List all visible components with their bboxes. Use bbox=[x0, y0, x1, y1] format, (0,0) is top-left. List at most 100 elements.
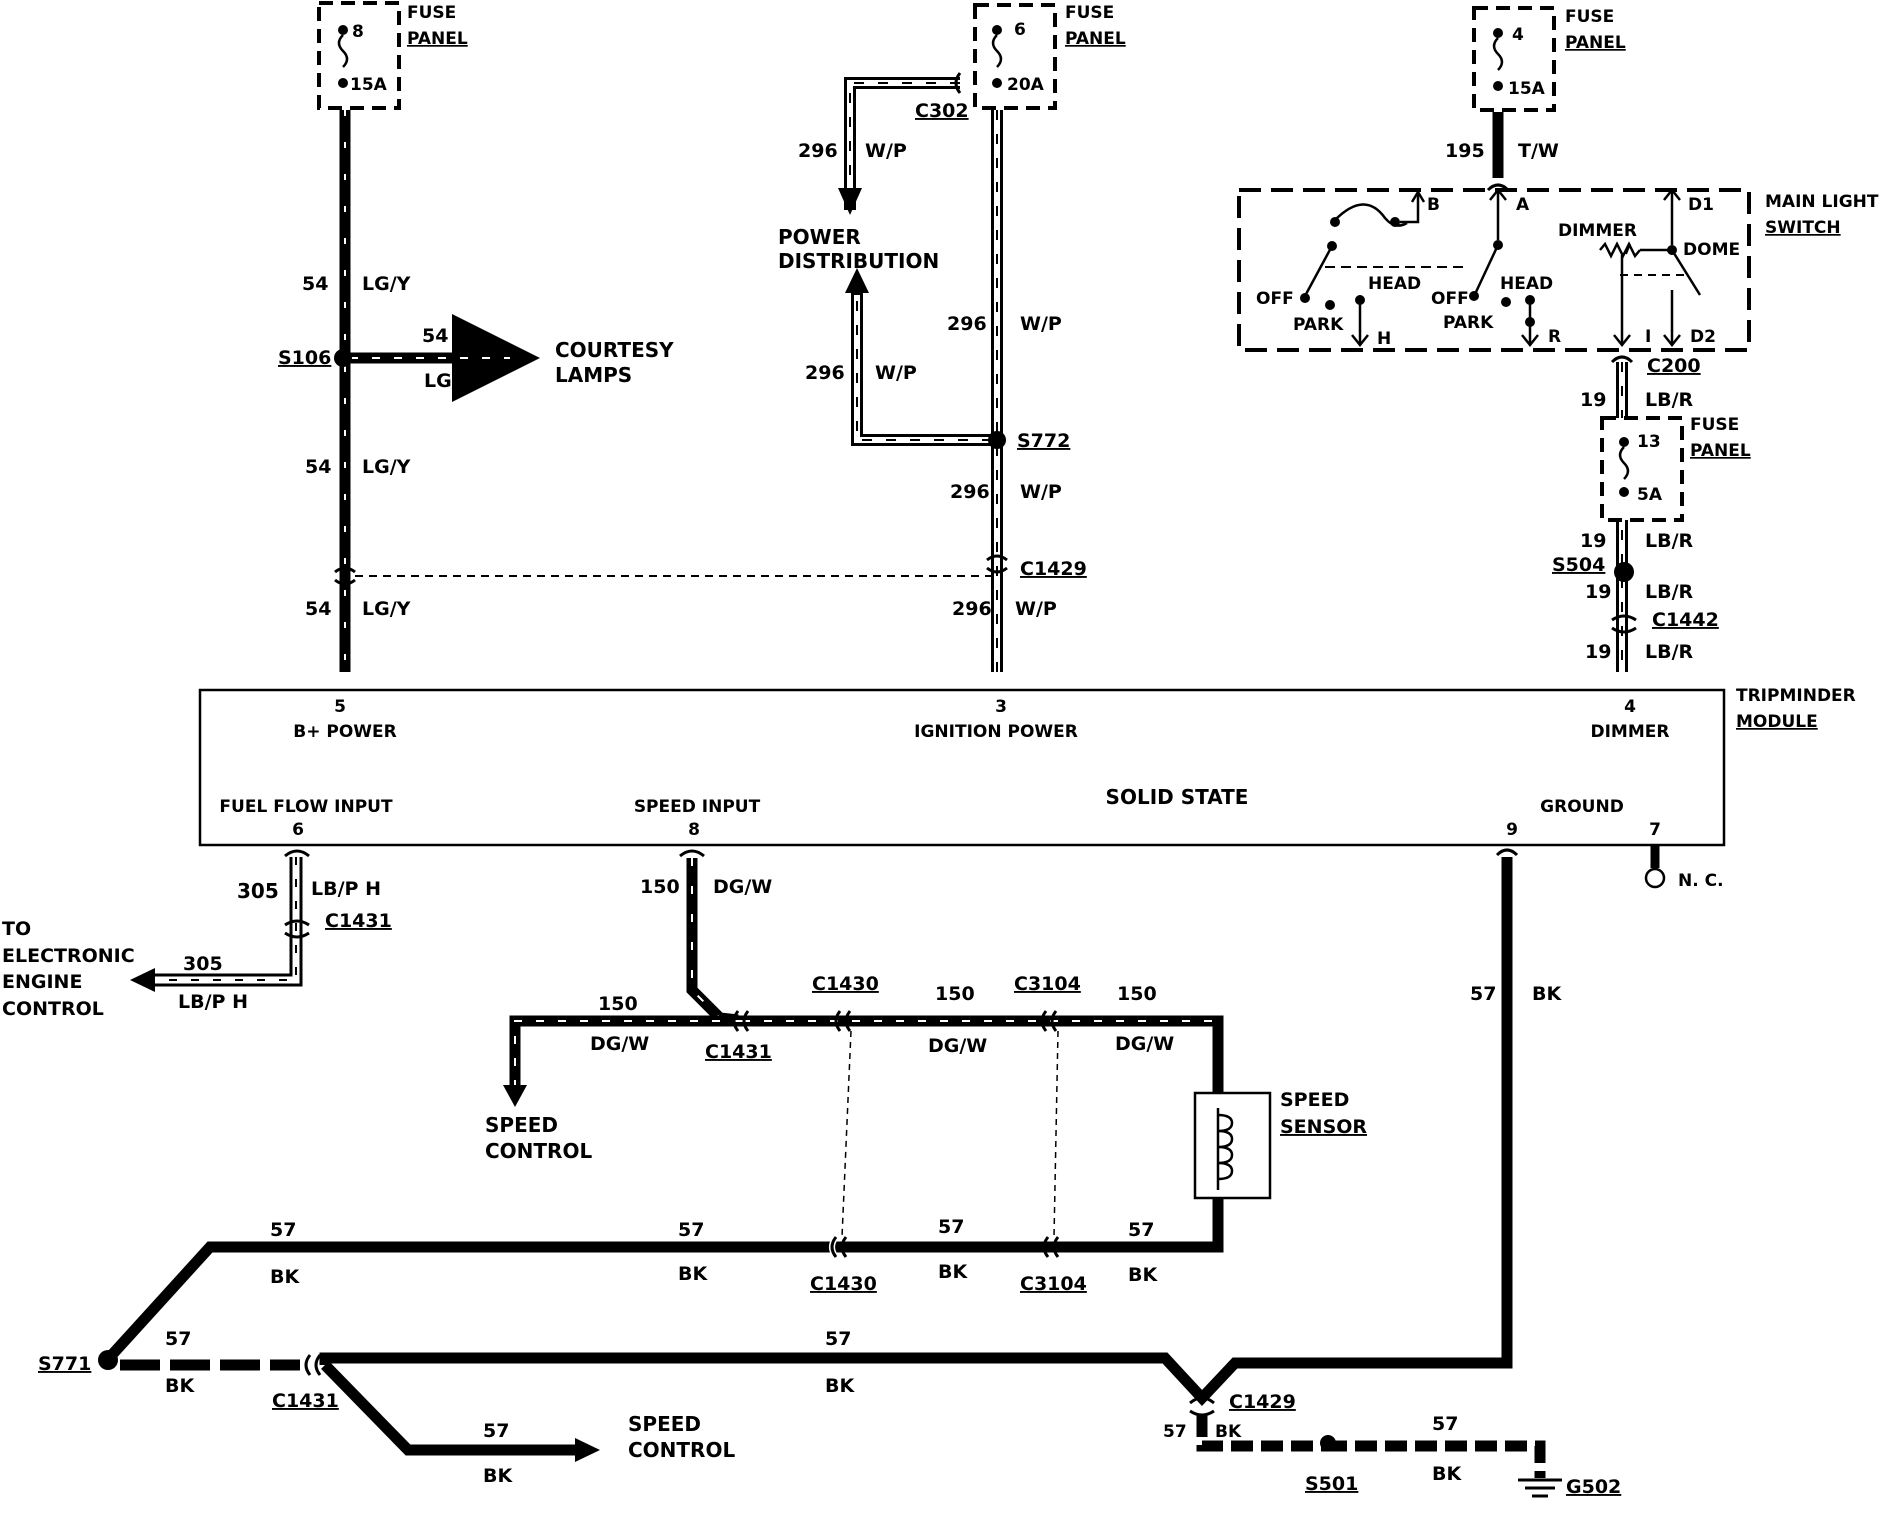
fuse-4-amps: 15A bbox=[1508, 79, 1546, 99]
eec-label-3: ENGINE bbox=[2, 971, 82, 993]
fuse-4-label-2: PANEL bbox=[1565, 33, 1626, 53]
switch-terminal-h: H bbox=[1377, 329, 1391, 349]
wire-54-code-4: 54 bbox=[305, 598, 331, 620]
splice-s504: S504 bbox=[1552, 554, 1605, 576]
switch-park-right: PARK bbox=[1443, 313, 1494, 333]
wire-lbr-color-4: LB/R bbox=[1645, 641, 1694, 663]
wire-57-code-2: 57 bbox=[678, 1219, 704, 1241]
fuse-6-label-2: PANEL bbox=[1065, 29, 1126, 49]
wire-57-code-8: 57 bbox=[483, 1420, 509, 1442]
wire-296-code-5: 296 bbox=[952, 598, 992, 620]
switch-terminal-a: A bbox=[1516, 195, 1530, 215]
fuse-13-label-1: FUSE bbox=[1690, 415, 1739, 435]
fuse-8: 8 15A FUSE PANEL bbox=[317, 1, 468, 110]
wire-305-code-1: 305 bbox=[237, 879, 279, 903]
fuse-4-label-1: FUSE bbox=[1565, 7, 1614, 27]
pin-7-nc-terminal bbox=[1644, 867, 1666, 889]
main-light-switch-title-2: SWITCH bbox=[1765, 218, 1841, 238]
wire-wp-color-2: W/P bbox=[1020, 313, 1062, 335]
module-dimmer: DIMMER bbox=[1591, 722, 1670, 742]
switch-terminal-d1: D1 bbox=[1688, 195, 1714, 215]
wire-lgy-color-3: LG/Y bbox=[362, 456, 411, 478]
wire-wp-color-4: W/P bbox=[1020, 481, 1062, 503]
splice-s106-dot bbox=[334, 349, 352, 367]
fuse-4: 4 15A FUSE PANEL bbox=[1472, 6, 1626, 112]
connector-c1430-link bbox=[841, 1030, 852, 1238]
wire-bk-color-7: BK bbox=[825, 1375, 855, 1397]
power-distribution-label-1: POWER bbox=[778, 225, 861, 249]
fuse-13-number: 13 bbox=[1637, 432, 1661, 452]
wire-dgw-color-4: DG/W bbox=[1115, 1033, 1174, 1055]
splice-s771: S771 bbox=[38, 1353, 91, 1375]
fuse-6: 6 20A FUSE PANEL bbox=[973, 3, 1126, 110]
fuse-6-amps: 20A bbox=[1007, 75, 1045, 95]
wire-57-code-5: 57 bbox=[1470, 983, 1496, 1005]
connector-c200: C200 bbox=[1647, 355, 1701, 377]
courtesy-lamps-label-2: LAMPS bbox=[555, 363, 632, 387]
module-pin-8: 8 bbox=[688, 820, 700, 840]
wire-296-code-2: 296 bbox=[947, 313, 987, 335]
wire-195-code: 195 bbox=[1445, 140, 1485, 162]
wire-bk-color-10: BK bbox=[1432, 1463, 1462, 1485]
connector-c1431-upper: C1431 bbox=[325, 910, 392, 932]
wire-lgy-color-4: LG/Y bbox=[362, 598, 411, 620]
module-ground: GROUND bbox=[1540, 797, 1624, 817]
connector-c1429-bottom: C1429 bbox=[1229, 1391, 1296, 1413]
connector-c3104-top: C3104 bbox=[1014, 973, 1081, 995]
connector-c1442: C1442 bbox=[1652, 609, 1719, 631]
wire-bk-color-1: BK bbox=[270, 1266, 300, 1288]
wire-bk-color-4: BK bbox=[1128, 1264, 1158, 1286]
fuse-6-label-1: FUSE bbox=[1065, 3, 1114, 23]
speed-control-lower-label-1: SPEED bbox=[628, 1412, 701, 1436]
wire-57-code-3: 57 bbox=[938, 1216, 964, 1238]
wire-150-code-1: 150 bbox=[640, 876, 680, 898]
wire-305-code-2: 305 bbox=[183, 953, 223, 975]
switch-off-right: OFF bbox=[1431, 289, 1469, 309]
main-light-switch-title-1: MAIN LIGHT bbox=[1765, 192, 1879, 212]
tripminder-title-1: TRIPMINDER bbox=[1736, 686, 1856, 706]
wire-19-code-1: 19 bbox=[1580, 389, 1606, 411]
wire-tw-color: T/W bbox=[1518, 140, 1559, 162]
switch-terminal-d2: D2 bbox=[1690, 327, 1716, 347]
wire-lbr-color-1: LB/R bbox=[1645, 389, 1694, 411]
switch-off-left: OFF bbox=[1256, 289, 1294, 309]
wire-296-wp bbox=[838, 72, 1008, 672]
wire-lgy-color-1: LG/Y bbox=[362, 273, 411, 295]
connector-c302: C302 bbox=[915, 100, 969, 122]
wire-bk-color-6: BK bbox=[165, 1375, 195, 1397]
wire-19-code-4: 19 bbox=[1585, 641, 1611, 663]
switch-dimmer: DIMMER bbox=[1558, 221, 1637, 241]
wire-296-code-1: 296 bbox=[798, 140, 838, 162]
wire-dgw-color-2: DG/W bbox=[590, 1033, 649, 1055]
module-pin-7: 7 bbox=[1649, 820, 1661, 840]
wire-57-bk bbox=[98, 848, 1562, 1498]
connector-c1430-bottom: C1430 bbox=[810, 1273, 877, 1295]
wire-bk-color-3: BK bbox=[938, 1261, 968, 1283]
splice-s501: S501 bbox=[1305, 1473, 1358, 1495]
wire-wp-color-3: W/P bbox=[875, 362, 917, 384]
wire-lbph-color-1: LB/P H bbox=[311, 878, 381, 900]
wire-bk-color-5: BK bbox=[1532, 983, 1562, 1005]
fuse-8-number: 8 bbox=[352, 22, 364, 42]
module-nc: N. C. bbox=[1678, 871, 1724, 891]
module-pin-6: 6 bbox=[292, 820, 304, 840]
wire-57-code-10: 57 bbox=[1432, 1413, 1458, 1435]
eec-label-1: TO bbox=[2, 918, 31, 940]
wire-296-code-4: 296 bbox=[950, 481, 990, 503]
wire-54-code-1: 54 bbox=[302, 273, 328, 295]
wire-57-code-6: 57 bbox=[165, 1328, 191, 1350]
wire-lbr-color-2: LB/R bbox=[1645, 530, 1694, 552]
splice-s106: S106 bbox=[278, 347, 331, 369]
wire-bk-color-8: BK bbox=[483, 1465, 513, 1487]
wire-150-dgw bbox=[503, 849, 1224, 1107]
connector-c3104-bottom: C3104 bbox=[1020, 1273, 1087, 1295]
module-b-power: B+ POWER bbox=[293, 722, 397, 742]
module-pin-9: 9 bbox=[1506, 820, 1518, 840]
fuse-8-label-2: PANEL bbox=[407, 29, 468, 49]
fuse-13-label-2: PANEL bbox=[1690, 441, 1751, 461]
switch-head-right: HEAD bbox=[1500, 274, 1553, 294]
eec-label-4: CONTROL bbox=[2, 998, 104, 1020]
module-pin-4: 4 bbox=[1624, 697, 1636, 717]
wire-150-code-4: 150 bbox=[1117, 983, 1157, 1005]
